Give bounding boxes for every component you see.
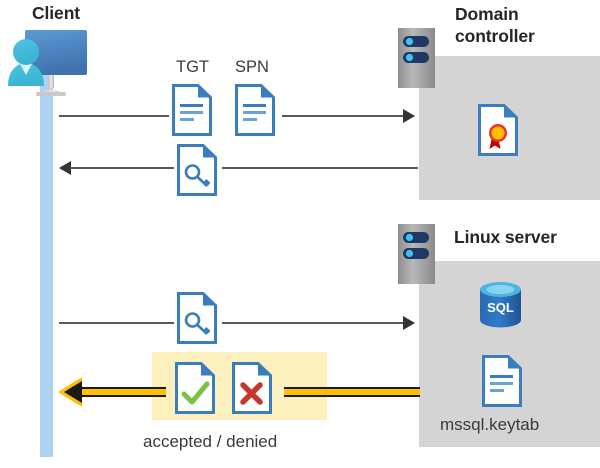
flow-arrowhead-request-tgt-spn: [403, 109, 415, 123]
flow-arrowhead-issue-service-ticket: [59, 161, 71, 175]
document-cross-icon: [232, 362, 272, 414]
domain-controller-title: Domain controller: [455, 4, 535, 46]
keytab-document-icon: [482, 355, 522, 407]
flow-line-authentication-result-right: [284, 387, 420, 397]
flow-line-authentication-result-left: [78, 387, 166, 397]
flow-arrowhead-authentication-result-inner: [64, 381, 82, 403]
server-rack-icon: [398, 224, 435, 284]
client-workstation-icon: [4, 24, 96, 104]
flow-arrowhead-present-service-ticket: [403, 316, 415, 330]
client-title: Client: [32, 3, 81, 23]
key-document-icon: [177, 292, 217, 344]
linux-server-title: Linux server: [454, 227, 557, 247]
client-lifeline: [40, 62, 53, 457]
sql-database-icon: SQL: [477, 280, 524, 332]
sql-icon-text: SQL: [487, 300, 514, 315]
server-rack-icon: [398, 28, 435, 88]
flow-line-issue-service-ticket-right: [222, 167, 418, 169]
document-check-icon: [175, 362, 215, 414]
document-icon: [235, 84, 275, 136]
flow-line-request-tgt-spn-left: [59, 115, 169, 117]
flow-line-present-service-ticket-left: [59, 322, 174, 324]
certificate-document-icon: [478, 104, 518, 156]
tgt-label: TGT: [176, 58, 209, 76]
key-document-icon: [177, 144, 217, 196]
document-icon: [172, 84, 212, 136]
flow-line-issue-service-ticket-left: [70, 167, 174, 169]
flow-line-request-tgt-spn-right: [282, 115, 404, 117]
spn-label: SPN: [235, 58, 269, 76]
authentication-result-label: accepted / denied: [143, 432, 278, 451]
keytab-filename-label: mssql.keytab: [440, 415, 540, 434]
flow-line-present-service-ticket-right: [222, 322, 404, 324]
